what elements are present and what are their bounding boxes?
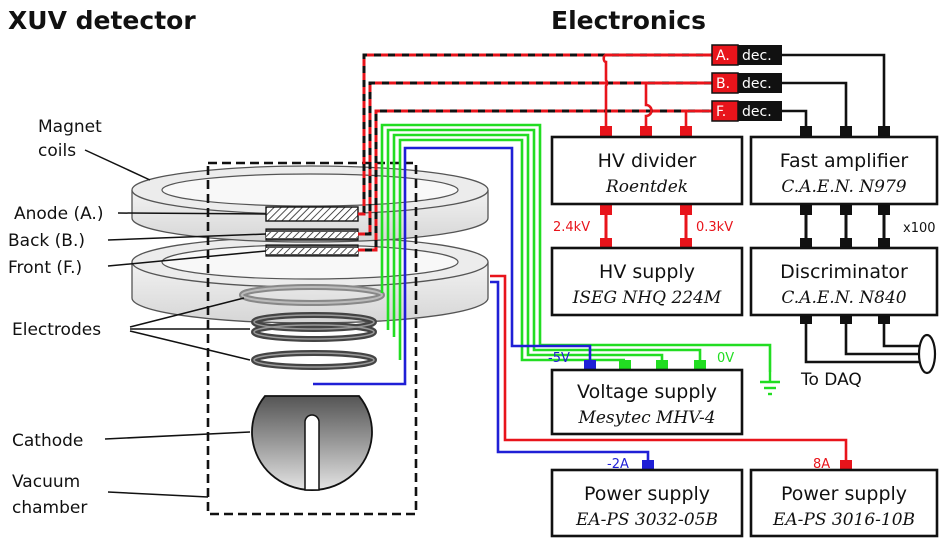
front-plate bbox=[265, 244, 359, 257]
tag-a-dec: dec. bbox=[742, 48, 772, 64]
voltage-supply-title: Voltage supply bbox=[577, 381, 717, 403]
voltage-zero-label: 0V bbox=[717, 351, 734, 366]
electrode-ring-1 bbox=[239, 284, 385, 306]
hv-divider-box: HV divider Roentdek bbox=[550, 135, 744, 206]
hv-divider-title: HV divider bbox=[598, 150, 697, 172]
power-supply-2-title: Power supply bbox=[781, 483, 907, 505]
electronics-header: Electronics bbox=[551, 6, 706, 35]
red-magnet-wire bbox=[490, 274, 848, 460]
electrodes-label: Electrodes bbox=[12, 320, 101, 340]
ground-icon bbox=[760, 372, 780, 396]
power-supply-1-box: Power supply EA-PS 3032-05B bbox=[550, 468, 744, 538]
tag-f: F. dec. bbox=[711, 100, 782, 122]
power-supply-2-box: Power supply EA-PS 3016-10B bbox=[749, 468, 939, 538]
current-neg-label: -2A bbox=[607, 457, 629, 472]
electrodes-leaders bbox=[129, 297, 251, 361]
green-electrode-wires bbox=[380, 123, 772, 372]
back-plate bbox=[265, 228, 359, 241]
daq-wires bbox=[804, 320, 937, 375]
hv-value-1: 2.4kV bbox=[553, 220, 590, 235]
hv-value-2: 0.3kV bbox=[696, 220, 733, 235]
gain-label: x100 bbox=[903, 221, 936, 236]
amp-link-wires bbox=[800, 204, 890, 248]
hv-tap-wires bbox=[602, 53, 712, 126]
cathode-label: Cathode bbox=[12, 431, 83, 451]
magnet-leader bbox=[84, 149, 151, 181]
power-supply-2-model: EA-PS 3016-10B bbox=[772, 510, 915, 530]
cathode-leader bbox=[104, 431, 251, 440]
cathode bbox=[251, 395, 373, 491]
hv-supply-box: HV supply ISEG NHQ 224M bbox=[550, 246, 744, 317]
magnet-label-line2: coils bbox=[38, 141, 76, 161]
tag-b-dec: dec. bbox=[742, 76, 772, 92]
tag-b-letter: B. bbox=[716, 76, 730, 92]
voltage-supply-connectors bbox=[584, 360, 706, 370]
vacuum-label-line1: Vacuum bbox=[12, 472, 80, 492]
hv-divider-model: Roentdek bbox=[605, 177, 688, 197]
anode-leader bbox=[117, 212, 267, 215]
to-daq-label: To DAQ bbox=[800, 370, 862, 390]
plate-signal-wires bbox=[358, 53, 712, 252]
hv-supply-model: ISEG NHQ 224M bbox=[572, 288, 722, 308]
current-pos-label: 8A bbox=[813, 457, 830, 472]
fast-amplifier-box: Fast amplifier C.A.E.N. N979 bbox=[749, 135, 939, 206]
vacuum-chamber bbox=[206, 161, 418, 516]
fast-amplifier-title: Fast amplifier bbox=[780, 150, 909, 172]
electrode-ring-2 bbox=[251, 312, 377, 342]
discriminator-bottom-connectors bbox=[800, 314, 890, 324]
vacuum-leader bbox=[107, 491, 209, 498]
detector-header: XUV detector bbox=[8, 6, 196, 35]
voltage-supply-box: Voltage supply Mesytec MHV-4 bbox=[550, 368, 744, 436]
tag-a-letter: A. bbox=[716, 48, 730, 64]
hv-link-wires bbox=[600, 204, 692, 248]
electrode-ring-3 bbox=[251, 350, 377, 370]
fast-amplifier-model: C.A.E.N. N979 bbox=[781, 177, 906, 197]
discriminator-model: C.A.E.N. N840 bbox=[781, 288, 906, 308]
front-label: Front (F.) bbox=[8, 258, 82, 278]
back-label: Back (B.) bbox=[8, 231, 85, 251]
dec-output-wires bbox=[782, 53, 886, 126]
power-supply-1-model: EA-PS 3032-05B bbox=[575, 510, 718, 530]
anode-label: Anode (A.) bbox=[14, 204, 103, 224]
discriminator-box: Discriminator C.A.E.N. N840 bbox=[749, 246, 939, 317]
discriminator-title: Discriminator bbox=[780, 261, 908, 283]
top-connectors bbox=[600, 126, 890, 136]
front-leader bbox=[107, 250, 267, 267]
tag-f-letter: F. bbox=[716, 104, 726, 120]
back-leader bbox=[107, 233, 267, 241]
tag-a: A. dec. bbox=[711, 44, 782, 66]
anode-plate bbox=[265, 206, 359, 222]
power-supply-1-title: Power supply bbox=[584, 483, 710, 505]
tag-b: B. dec. bbox=[711, 72, 782, 94]
hv-supply-title: HV supply bbox=[599, 261, 695, 283]
magnet-label-line1: Magnet bbox=[38, 117, 102, 137]
blue-wires bbox=[313, 146, 650, 460]
tag-f-dec: dec. bbox=[742, 104, 772, 120]
vacuum-label-line2: chamber bbox=[12, 498, 87, 518]
voltage-supply-model: Mesytec MHV-4 bbox=[577, 408, 715, 428]
voltage-neg-label: -5V bbox=[548, 351, 570, 366]
power-supply-connectors bbox=[642, 460, 852, 470]
